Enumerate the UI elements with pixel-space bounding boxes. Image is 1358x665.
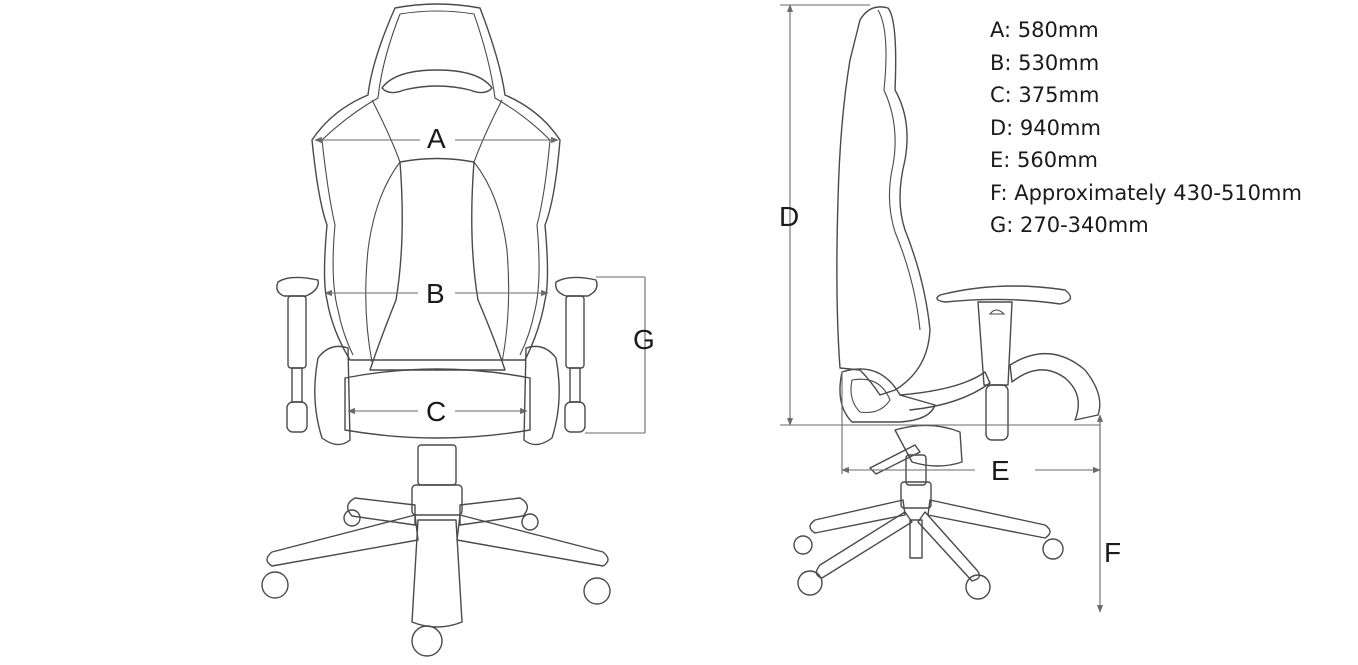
gas-lift-upper [417, 444, 457, 486]
spec-e: E: 560mm [990, 148, 1099, 172]
armrest-stem-left [291, 367, 303, 403]
side-backrest [836, 6, 931, 396]
label-c: C [426, 396, 446, 427]
shoulder-lines [371, 99, 503, 163]
caster-back-right [521, 513, 539, 531]
base-leg-front [411, 519, 463, 628]
base-leg-right [456, 514, 609, 567]
side-dimension-lines [780, 4, 1104, 613]
side-base-leg-front-right [917, 511, 980, 582]
side-backrest-inner [877, 9, 921, 331]
side-base-leg-left [809, 499, 906, 534]
side-armrest-base [985, 384, 1009, 441]
spec-f: F: Approximately 430-510mm [990, 181, 1302, 205]
side-seat-pan [899, 371, 991, 411]
seat-side-right [523, 345, 560, 446]
label-e: E [991, 455, 1010, 486]
label-b: B [426, 278, 445, 309]
side-mechanism-body [894, 424, 963, 467]
armrest-base-left [286, 401, 308, 433]
seat-cushion [344, 368, 531, 439]
side-caster-front-left [797, 570, 823, 596]
side-mechanism-arc [1009, 353, 1101, 421]
spec-d: D: 940mm [990, 116, 1101, 140]
caster-back-left [343, 509, 361, 527]
side-gas-lift-base [900, 481, 932, 509]
front-view-chair [261, 3, 611, 657]
front-dimension-lines [314, 136, 646, 434]
back-center-panel [369, 157, 506, 371]
side-base-leg-center [909, 519, 923, 559]
bolster-left [365, 161, 401, 363]
label-a: A [427, 123, 446, 154]
gas-lift-base [411, 484, 463, 516]
armrest-pad-right [555, 276, 598, 297]
label-d: D [779, 201, 799, 232]
armrest-post-left [287, 295, 307, 369]
spec-b: B: 530mm [990, 51, 1100, 75]
headrest-slot [381, 69, 493, 94]
base-leg-back-left [347, 497, 416, 526]
side-armrest-knob [988, 309, 1006, 315]
label-f: F [1104, 537, 1121, 568]
backrest-inner-right [399, 10, 551, 356]
side-armrest-post [977, 301, 1013, 386]
caster-right [583, 577, 611, 605]
side-base-leg-right [927, 499, 1051, 539]
backrest-outline [311, 3, 561, 361]
spec-g: G: 270-340mm [990, 213, 1149, 237]
caster-left [261, 571, 289, 599]
seat-side-left [314, 345, 351, 446]
backrest-inner-left [321, 13, 401, 356]
side-armrest-pad [936, 285, 1072, 305]
base-leg-left [266, 514, 419, 567]
side-control-lever [869, 444, 921, 475]
side-seat-bolster [850, 378, 891, 414]
side-caster-back-right [1042, 538, 1064, 560]
spec-a: A: 580mm [990, 18, 1099, 42]
side-caster-front-right [965, 574, 991, 600]
armrest-pad-left [276, 276, 319, 297]
armrest-stem-right [569, 367, 581, 403]
base-leg-back-right [459, 497, 528, 526]
spec-c: C: 375mm [990, 83, 1100, 107]
armrest-base-right [564, 401, 586, 433]
side-caster-back-left [793, 535, 813, 555]
bolster-right [473, 161, 510, 363]
side-base-leg-front-left [815, 511, 913, 579]
caster-front [411, 625, 443, 657]
armrest-post-right [565, 295, 585, 369]
label-g: G [633, 324, 655, 355]
